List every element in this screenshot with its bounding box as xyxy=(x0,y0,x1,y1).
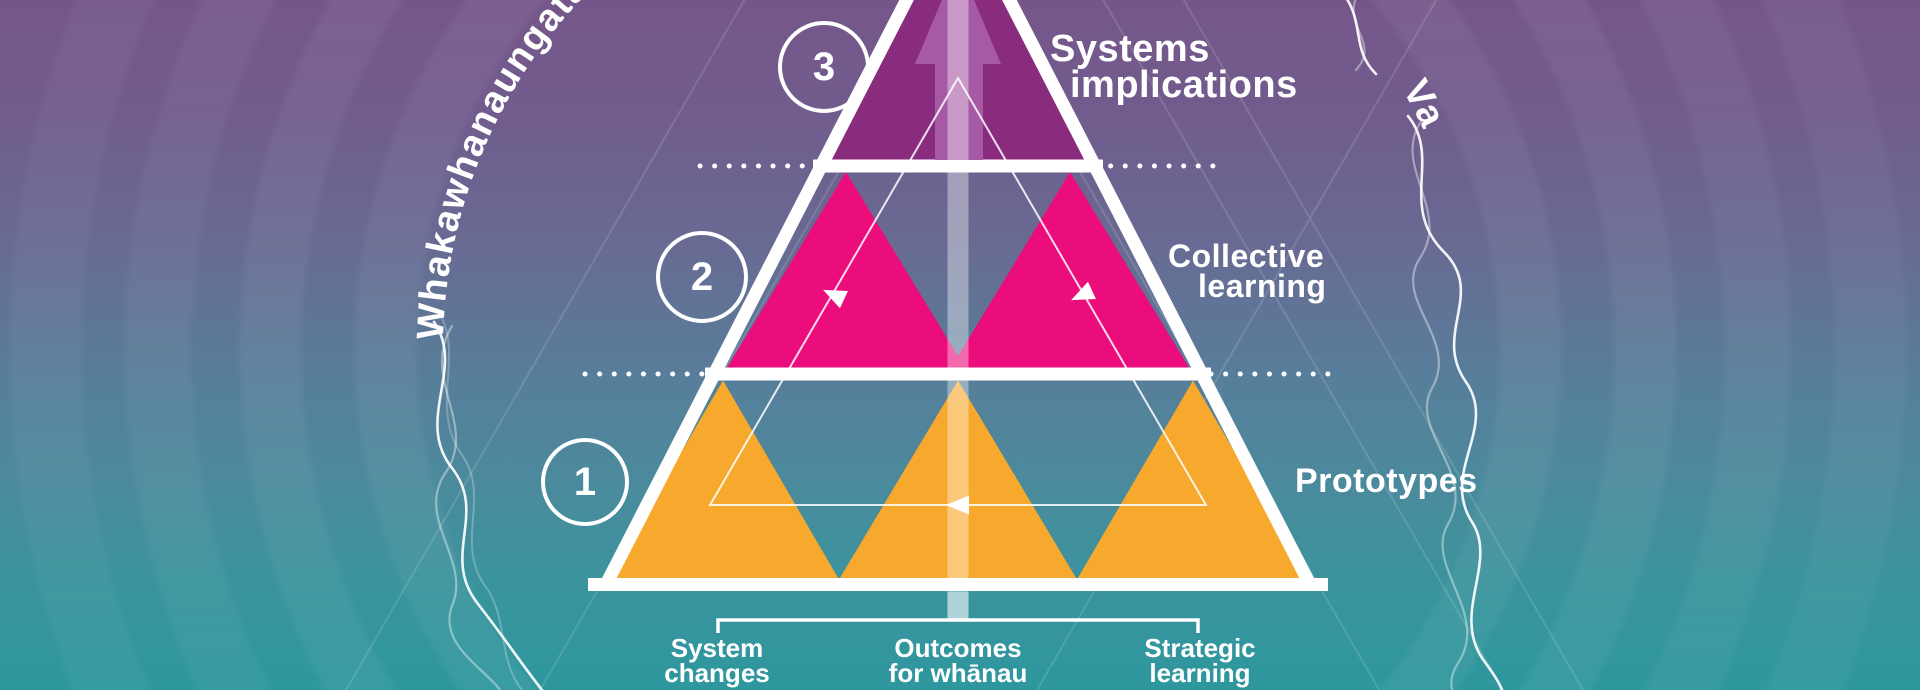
flow-arrow-bottom xyxy=(946,495,969,515)
pyramid-outline xyxy=(595,0,1321,591)
footer-bracket xyxy=(716,618,1200,633)
footer-label-system-changes: System changes xyxy=(607,633,827,688)
footer-label-line: changes xyxy=(664,658,770,688)
footer-label-line: Outcomes xyxy=(894,633,1022,663)
curved-word-right-text: Va xyxy=(1394,73,1452,135)
level3-number-circle: 3 xyxy=(778,21,870,113)
center-shaft xyxy=(947,0,969,592)
curved-word-right: Va xyxy=(1394,73,1454,135)
flow-arrow-right xyxy=(1071,281,1096,301)
footer-label-line: Strategic xyxy=(1144,633,1256,663)
level1-triangle-center xyxy=(839,380,1077,580)
purple-arrow-head xyxy=(915,0,1001,64)
flow-arrow-left xyxy=(823,289,848,309)
level1-triangle-right xyxy=(1077,380,1309,580)
level3-label-line1: Systems xyxy=(1050,28,1210,70)
level1-number: 1 xyxy=(573,459,597,504)
wavy-strands-right xyxy=(1345,0,1504,690)
center-shaft-tail xyxy=(947,592,969,619)
level1-label: Prototypes xyxy=(1295,462,1478,500)
footer-label-strategic-learning: Strategic learning xyxy=(1090,633,1310,688)
dotted-separators xyxy=(582,163,1334,377)
level2-label-line2: learning xyxy=(1198,268,1327,304)
level1-number-circle: 1 xyxy=(541,438,629,526)
curved-word-left: Whakawhanaungatanga xyxy=(410,0,650,341)
footer-label-line: System xyxy=(670,633,764,663)
wavy-strands-left xyxy=(432,317,544,690)
level2-number: 2 xyxy=(690,254,714,299)
level1-triangle-left xyxy=(607,380,839,580)
footer-label-line: for whānau xyxy=(888,658,1028,688)
separator-band-upper xyxy=(813,159,1103,173)
level3-number: 3 xyxy=(812,44,836,89)
flow-arrowheads xyxy=(823,281,1096,515)
separator-band-lower xyxy=(705,367,1211,381)
level2-number-circle: 2 xyxy=(656,231,748,323)
level3-label-line2: implications xyxy=(1070,64,1298,106)
footer-label-line: learning xyxy=(1149,658,1251,688)
footer-label-outcomes-whanau: Outcomes for whānau xyxy=(848,633,1068,688)
level2-label-line1: Collective xyxy=(1168,238,1325,274)
curved-word-left-text: Whakawhanaungatanga xyxy=(410,0,648,341)
